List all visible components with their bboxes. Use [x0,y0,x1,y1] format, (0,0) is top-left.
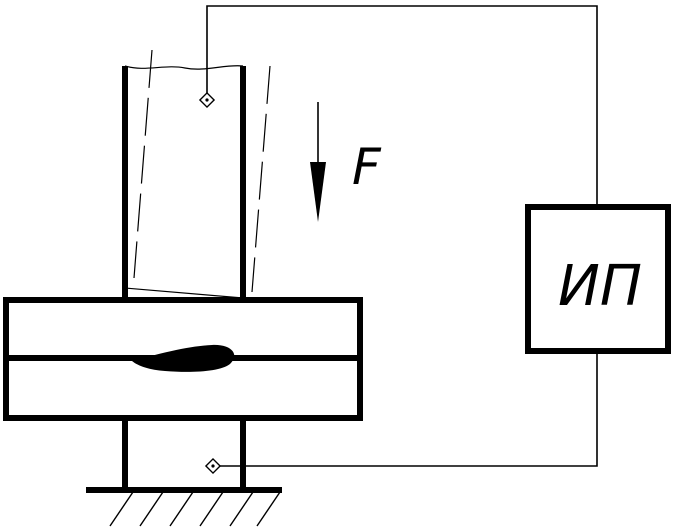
contact-bottom [204,457,222,475]
power-source-box [525,204,671,354]
weld-nugget [132,344,235,372]
force-label: F [352,138,382,196]
lower-electrode [122,418,246,490]
force-arrow [310,102,326,222]
contact-top [198,91,216,109]
power-source-label: ИП [558,254,642,319]
circuit-wires [206,5,598,467]
ground-support [86,487,282,527]
upper-electrode [122,65,246,300]
electrode-dashed-lines [133,49,271,293]
